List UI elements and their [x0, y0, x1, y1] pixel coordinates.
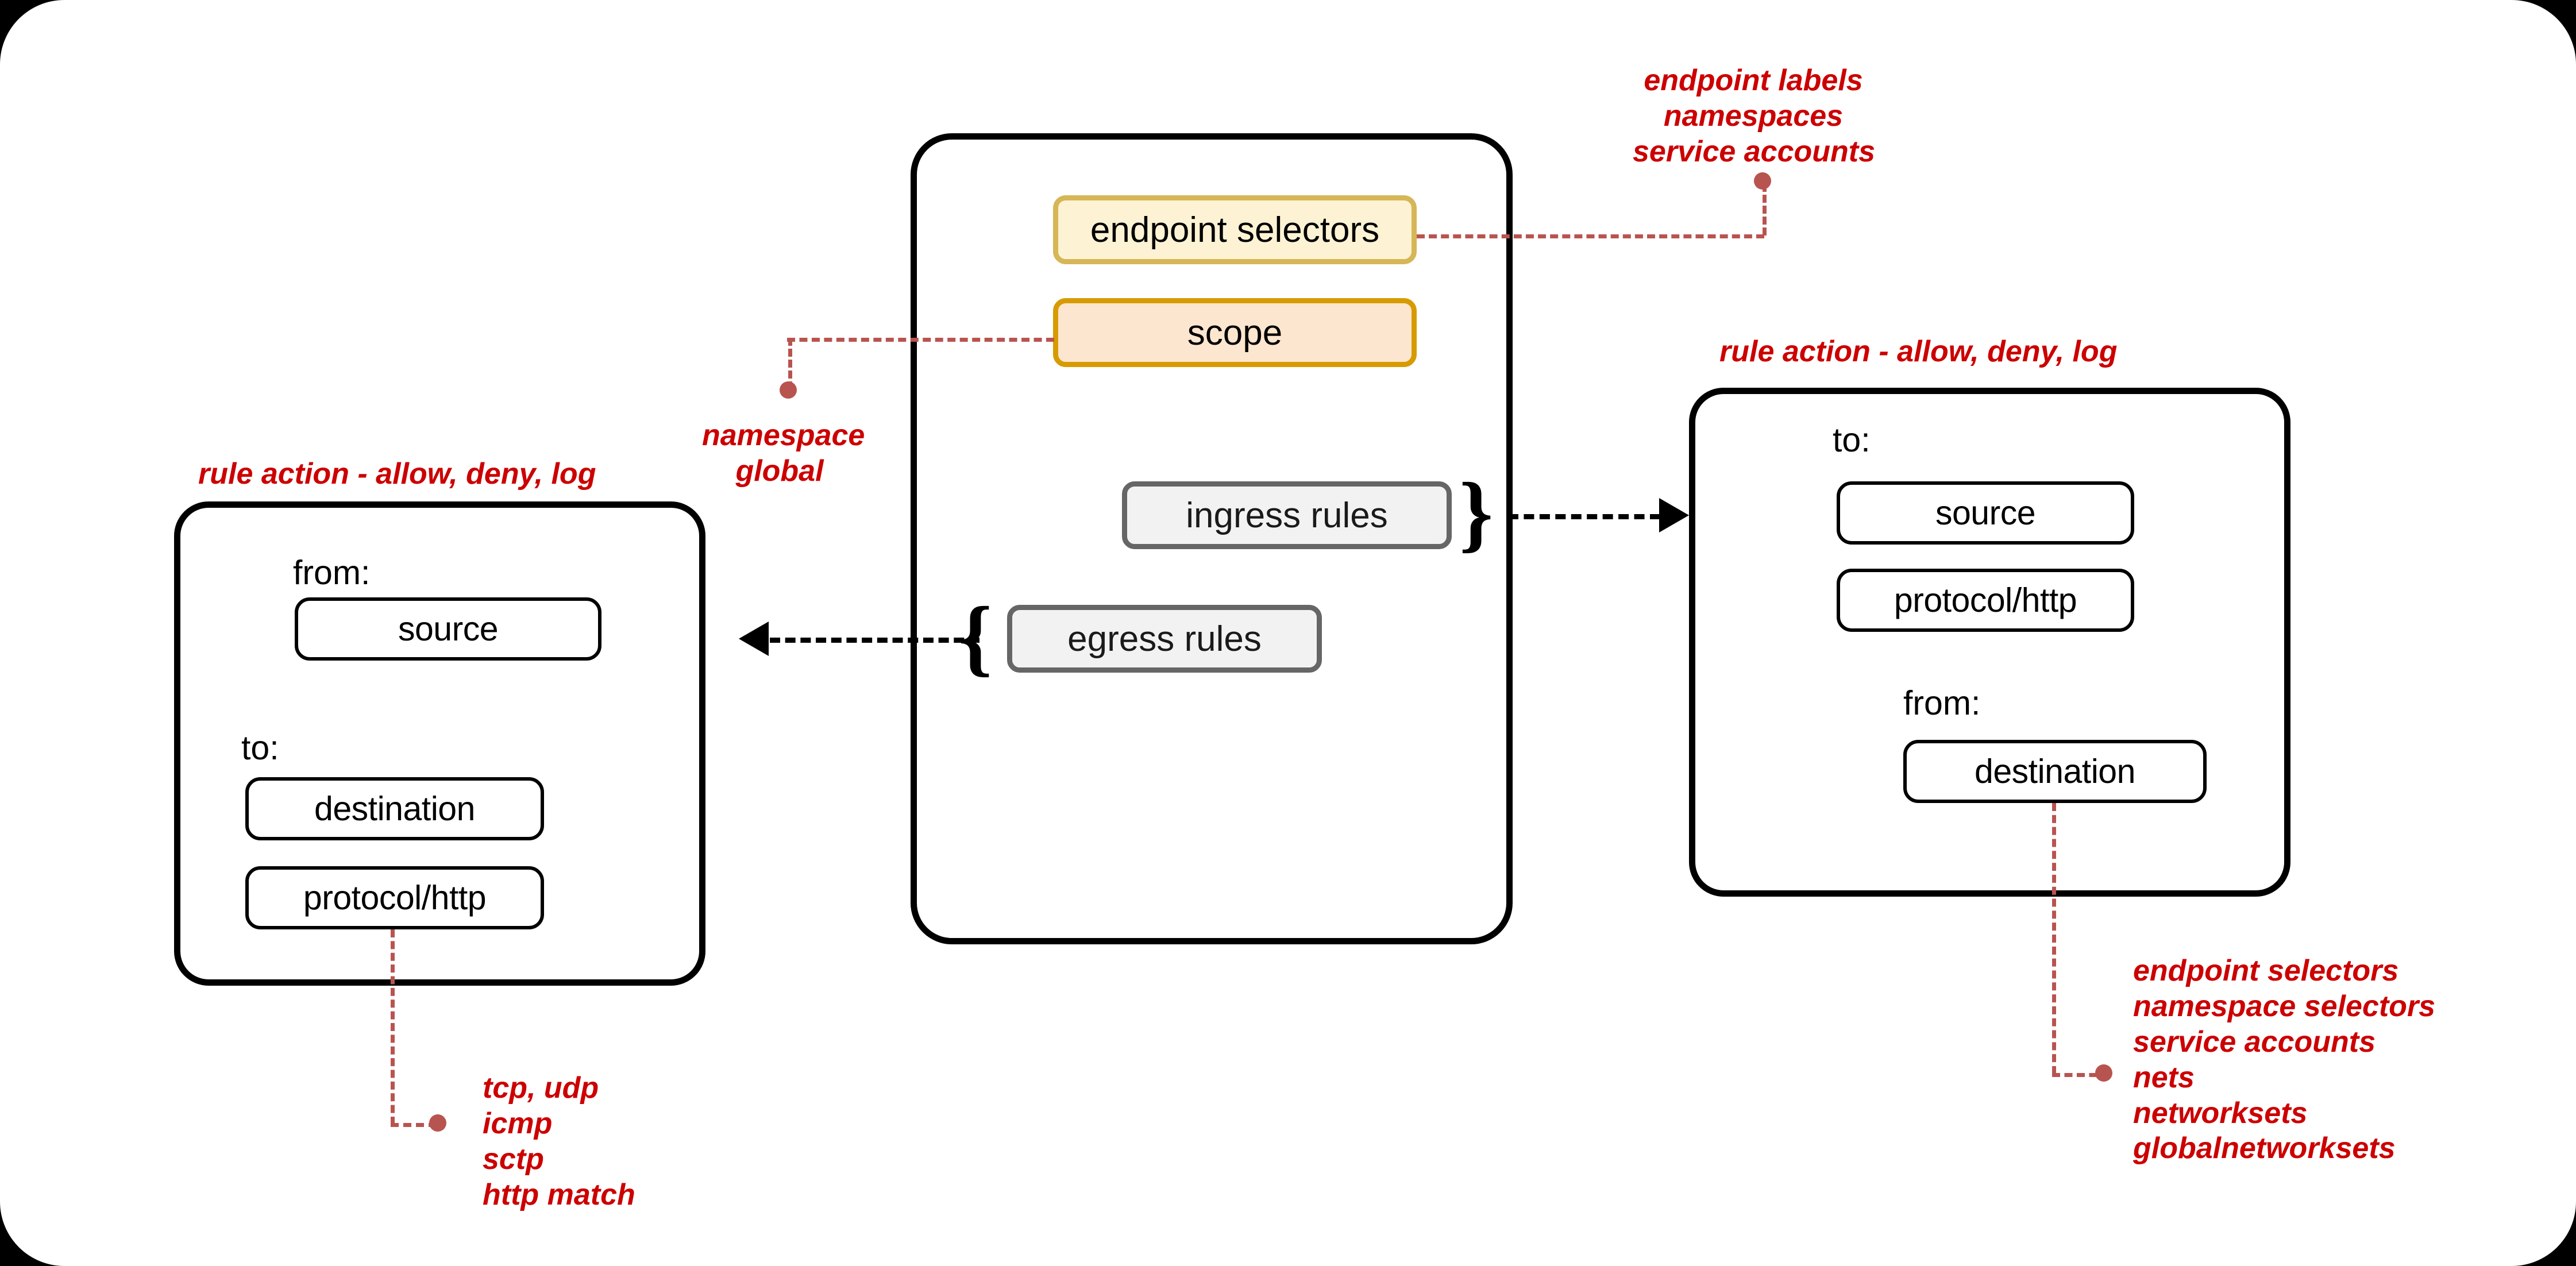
annotation-line: tcp, udp: [483, 1071, 599, 1105]
annotation-line: endpoint selectors: [2133, 954, 2399, 987]
ingress-rules-box[interactable]: ingress rules: [1122, 481, 1452, 549]
egress-brace-glyph: {: [958, 589, 993, 685]
scope-connector-v: [788, 338, 792, 389]
egress-rule-action-annotation: rule action - allow, deny, log: [198, 457, 596, 491]
egress-arrow-head: [739, 622, 769, 656]
scope-annotation: namespace global: [702, 418, 865, 489]
destination-annotation: endpoint selectors namespace selectors s…: [2133, 954, 2435, 1167]
protocol-annotation: tcp, udp icmp sctp http match: [483, 1071, 635, 1213]
annotation-line: sctp: [483, 1142, 544, 1176]
scope-connector-h: [787, 338, 1054, 342]
annotation-line: namespace: [702, 419, 865, 452]
ingress-protocol-field[interactable]: protocol/http: [1837, 569, 2134, 632]
ingress-brace-glyph: }: [1459, 465, 1494, 561]
egress-rule-container: [174, 501, 705, 986]
endpoint-selectors-connector-v: [1763, 184, 1767, 236]
annotation-line: service accounts: [1633, 134, 1876, 168]
ingress-destination-field[interactable]: destination: [1903, 740, 2207, 803]
destination-connector-dot: [2095, 1064, 2112, 1082]
ingress-rule-container: [1689, 388, 2290, 897]
annotation-line: namespace selectors: [2133, 989, 2436, 1023]
ingress-source-field[interactable]: source: [1837, 481, 2134, 545]
ingress-arrow-line: [1508, 514, 1660, 519]
scope-connector-dot: [780, 381, 797, 399]
endpoint-selectors-connector-dot: [1754, 172, 1771, 190]
central-policy-container: [911, 133, 1513, 944]
annotation-line: global: [735, 454, 824, 488]
annotation-line: networksets: [2133, 1096, 2308, 1130]
egress-source-field[interactable]: source: [295, 597, 601, 661]
egress-to-label: to:: [241, 729, 279, 767]
endpoint-selectors-connector-h: [1417, 234, 1764, 238]
annotation-line: icmp: [483, 1106, 553, 1140]
annotation-line: globalnetworksets: [2133, 1132, 2396, 1165]
protocol-connector-dot: [429, 1114, 446, 1132]
ingress-to-label: to:: [1833, 421, 1871, 459]
protocol-connector-v: [391, 929, 395, 1125]
endpoint-selectors-box[interactable]: endpoint selectors: [1053, 195, 1417, 264]
annotation-line: endpoint labels: [1644, 64, 1863, 97]
annotation-line: http match: [483, 1178, 635, 1211]
destination-connector-h: [2052, 1073, 2110, 1077]
egress-protocol-field[interactable]: protocol/http: [245, 866, 544, 929]
ingress-from-label: from:: [1903, 684, 1981, 722]
egress-from-label: from:: [293, 554, 371, 592]
annotation-line: service accounts: [2133, 1025, 2376, 1059]
ingress-arrow-head: [1659, 498, 1689, 532]
protocol-connector-h: [391, 1123, 437, 1127]
endpoint-selectors-annotation: endpoint labels namespaces service accou…: [1633, 63, 1876, 170]
destination-connector-v: [2052, 803, 2056, 1074]
egress-destination-field[interactable]: destination: [245, 777, 544, 840]
annotation-line: nets: [2133, 1060, 2195, 1094]
egress-arrow-line: [770, 638, 980, 643]
egress-rules-box[interactable]: egress rules: [1007, 605, 1322, 673]
annotation-line: namespaces: [1663, 99, 1844, 133]
ingress-rule-action-annotation: rule action - allow, deny, log: [1719, 335, 2118, 368]
scope-box[interactable]: scope: [1053, 298, 1417, 367]
